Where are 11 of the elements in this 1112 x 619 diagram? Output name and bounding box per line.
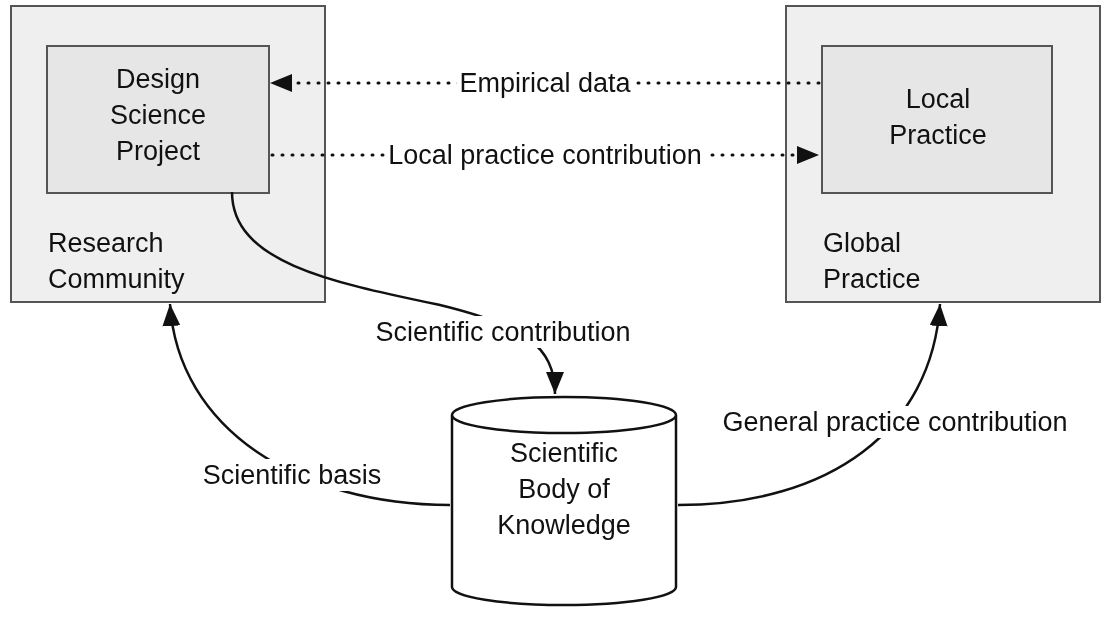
node-label: Global Practice [823,227,922,296]
group-box [10,5,326,303]
group-box [785,5,1101,303]
node-label: Local Practice [888,83,988,152]
process-box [821,45,1053,194]
curved-arrow [677,303,947,507]
node-label: Scientific Body of Knowledge [496,437,632,542]
node-label: Design Science Project [108,63,208,168]
node-label: Research Community [48,227,186,296]
process-box [46,45,270,194]
database-cylinder [450,395,678,607]
